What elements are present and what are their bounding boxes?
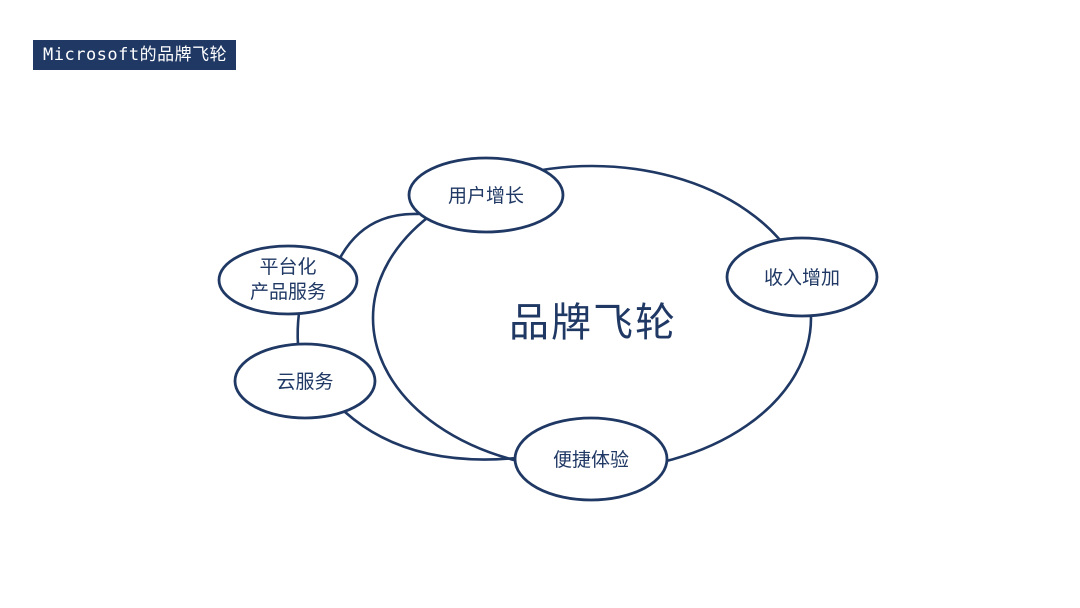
node-ellipse-convenient-experience	[513, 416, 669, 502]
connector-platform-to-user-growth	[338, 212, 420, 259]
node-label-convenient-experience: 便捷体验	[553, 449, 629, 471]
flywheel-center-title: 品牌飞轮	[509, 300, 677, 345]
node-ellipse-revenue-increase	[725, 236, 879, 318]
node-label-revenue-increase: 收入增加	[764, 267, 840, 289]
node-label-platform-line1: 平台化	[259, 256, 316, 278]
connector-platform-to-cloud	[296, 312, 301, 346]
node-label-platform-line2: 产品服务	[250, 281, 326, 303]
connector-cloud-to-experience	[344, 411, 517, 461]
node-label-cloud-service: 云服务	[276, 371, 333, 393]
node-ellipse-platform-products	[217, 244, 359, 316]
node-label-user-growth: 用户增长	[448, 185, 524, 207]
slide-title-badge: Microsoft的品牌飞轮	[33, 40, 237, 70]
node-ellipse-user-growth	[407, 156, 565, 234]
node-ellipse-cloud-service	[233, 342, 377, 420]
